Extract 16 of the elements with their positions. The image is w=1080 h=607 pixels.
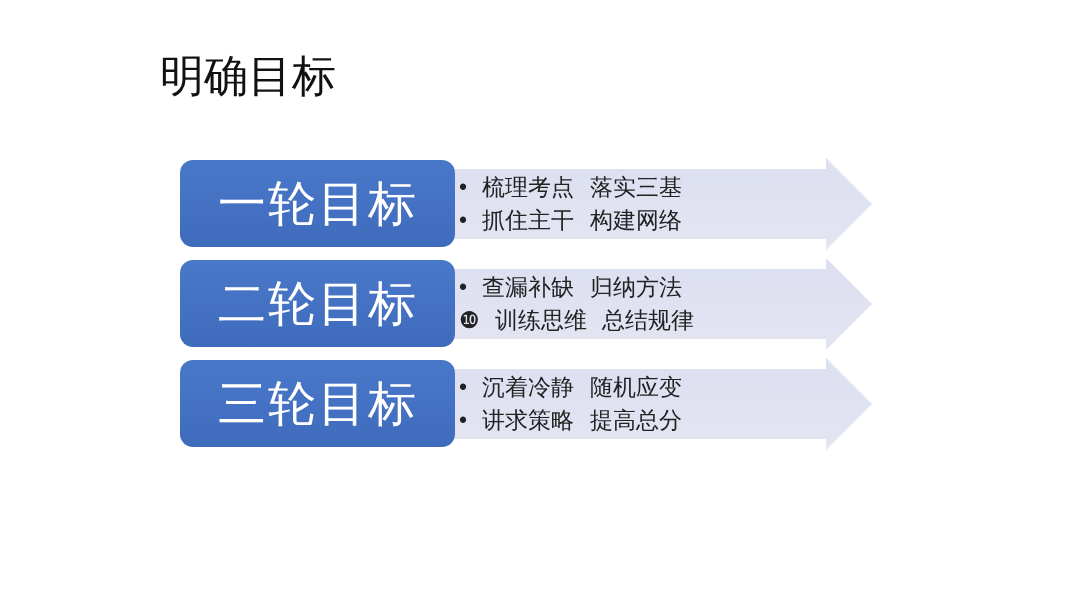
stage-label: 三轮目标	[217, 375, 418, 432]
stage-label: 二轮目标	[217, 275, 418, 332]
stage-box	[180, 260, 455, 347]
bullet-text: • 梳理考点 落实三基	[459, 173, 682, 201]
arrow-banner	[455, 258, 872, 350]
stage-label: 一轮目标	[217, 175, 418, 232]
slide-title: 明确目标	[160, 50, 336, 102]
bullet-text: • 抓住主干 构建网络	[459, 206, 682, 234]
stage-box	[180, 360, 455, 447]
bullet-text: ❿ 训练思维 总结规律	[459, 306, 695, 334]
arrow-banner	[455, 358, 872, 450]
bullet-text: • 讲求策略 提高总分	[459, 406, 682, 434]
stage-box	[180, 160, 455, 247]
bullet-text: • 沉着冷静 随机应变	[459, 373, 682, 401]
bullet-text: • 查漏补缺 归纳方法	[459, 273, 682, 301]
arrow-banner	[455, 158, 872, 250]
